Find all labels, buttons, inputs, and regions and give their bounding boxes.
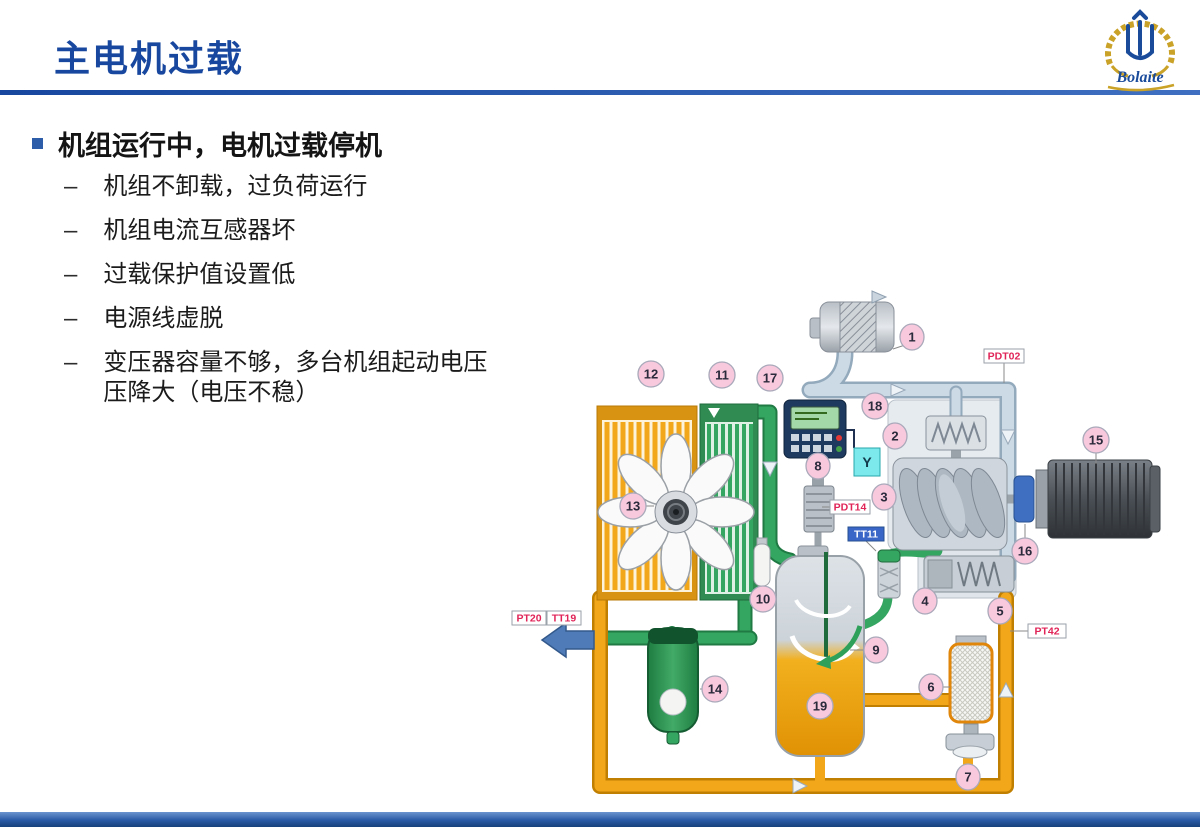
svg-text:9: 9 <box>872 643 879 658</box>
callout-14: 14 <box>701 675 729 703</box>
svg-text:10: 10 <box>756 592 770 607</box>
sensor-label-pt20: PT20 <box>511 610 547 626</box>
list-item: –电源线虚脱 <box>64 305 224 332</box>
main-bullet-text: 机组运行中，电机过载停机 <box>58 131 382 161</box>
screw-airend <box>892 457 1008 551</box>
sight-tube <box>753 537 771 587</box>
compressor-schematic: Y PDT02 PDT14 TT11 PT2 <box>511 290 1161 794</box>
separator-tank <box>775 545 865 757</box>
compressor-diagram: Y PDT02 PDT14 TT11 PT2 <box>495 278 1165 813</box>
svg-text:1: 1 <box>908 330 915 345</box>
bolaite-logo-graphic: Bolaite <box>1105 9 1175 92</box>
svg-text:PT20: PT20 <box>516 613 541 625</box>
callout-12: 12 <box>637 360 665 388</box>
title-divider <box>0 90 1200 95</box>
drain-valve <box>945 723 995 759</box>
callout-3: 3 <box>871 483 897 511</box>
svg-text:14: 14 <box>708 682 723 697</box>
svg-text:TT11: TT11 <box>854 529 878 541</box>
list-item: –机组电流互感器坏 <box>64 217 296 244</box>
air-filter <box>809 290 895 353</box>
y-relay-label: Y <box>862 454 872 470</box>
main-bullet: 机组运行中，电机过载停机 <box>32 124 382 163</box>
svg-text:18: 18 <box>868 399 882 414</box>
callout-8: 8 <box>805 452 831 480</box>
sensor-label-pt42: PT42 <box>1027 623 1067 639</box>
list-item: –机组不卸载，过负荷运行 <box>64 173 368 200</box>
callout-2: 2 <box>882 422 908 450</box>
page-title: 主电机过载 <box>54 38 245 79</box>
callout-5: 5 <box>987 597 1013 625</box>
svg-text:8: 8 <box>814 459 821 474</box>
svg-text:16: 16 <box>1018 544 1032 559</box>
svg-text:13: 13 <box>626 499 640 514</box>
svg-text:PT42: PT42 <box>1034 626 1059 638</box>
bolaite-logo: Bolaite <box>1088 4 1192 92</box>
callout-15: 15 <box>1082 426 1110 454</box>
sensor-label-pdt14: PDT14 <box>829 499 871 515</box>
callout-11: 11 <box>708 361 736 389</box>
callout-9: 9 <box>863 636 889 664</box>
svg-text:PDT14: PDT14 <box>834 502 867 514</box>
sensor-label-tt19: TT19 <box>546 610 582 626</box>
svg-text:15: 15 <box>1089 433 1103 448</box>
logo-word: Bolaite <box>1115 69 1163 86</box>
y-relay: Y <box>853 447 881 477</box>
brand-mark-icon <box>1126 9 1154 60</box>
svg-text:2: 2 <box>891 429 898 444</box>
callout-1: 1 <box>899 323 925 351</box>
svg-text:PDT02: PDT02 <box>988 351 1021 363</box>
bottom-bar <box>0 812 1200 827</box>
svg-text:11: 11 <box>715 368 729 383</box>
list-item: –过载保护值设置低 <box>64 261 296 288</box>
svg-text:7: 7 <box>964 770 971 785</box>
svg-text:6: 6 <box>927 680 934 695</box>
svg-text:3: 3 <box>880 490 887 505</box>
controller <box>783 399 847 459</box>
callout-18: 18 <box>861 392 889 420</box>
sensor-label-pdt02: PDT02 <box>983 348 1025 364</box>
list-item: –变压器容量不够，多台机组起动电压压降大（电压不稳） <box>64 349 488 406</box>
svg-text:TT19: TT19 <box>552 613 577 625</box>
svg-text:4: 4 <box>921 594 929 609</box>
min-pressure-valve <box>923 555 1015 593</box>
cooling-fan <box>597 433 755 591</box>
coupling <box>1013 475 1035 523</box>
thermo-valve <box>877 549 901 599</box>
oil-filter <box>647 627 699 745</box>
svg-text:17: 17 <box>763 371 777 386</box>
callout-17: 17 <box>756 364 784 392</box>
scavenge-filter <box>948 635 994 724</box>
callout-4: 4 <box>912 587 938 615</box>
sensor-label-tt11: TT11 <box>847 526 885 542</box>
air-outlet-arrow <box>540 621 595 659</box>
svg-text:12: 12 <box>644 367 658 382</box>
sub-bullet-list: –机组不卸载，过负荷运行 –机组电流互感器坏 –过载保护值设置低 –电源线虚脱 … <box>64 172 503 422</box>
inlet-valve <box>925 415 987 451</box>
callout-6: 6 <box>918 673 944 701</box>
solenoid-valve <box>803 478 835 533</box>
callout-10: 10 <box>749 585 777 613</box>
motor <box>1035 459 1161 539</box>
callout-16: 16 <box>1011 537 1039 565</box>
callout-19: 19 <box>806 692 834 720</box>
svg-text:5: 5 <box>996 604 1003 619</box>
callout-7: 7 <box>955 763 981 791</box>
svg-text:19: 19 <box>813 699 827 714</box>
callout-13: 13 <box>619 492 647 520</box>
bullet-marker <box>32 138 43 149</box>
